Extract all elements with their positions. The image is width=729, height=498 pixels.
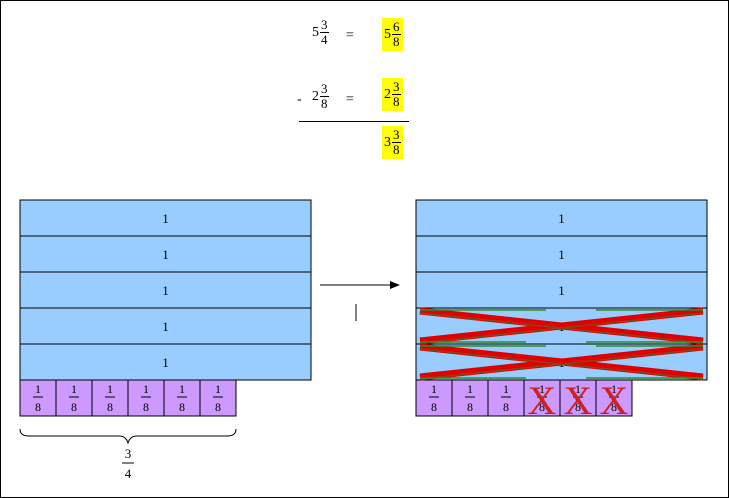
whole-unit-label: 1 [162,211,169,226]
whole-part: 2 [312,88,319,104]
mixed-number-5-3-4: 5 3 4 [312,18,329,47]
minus-sign: - [297,92,302,107]
fraction-part: 3 8 [320,82,329,111]
denominator: 4 [321,32,328,47]
eighth-numerator: 1 [611,382,617,396]
numerator: 3 [320,81,329,97]
whole-part: 5 [312,24,319,40]
eighth-piece [451,379,489,417]
eighth-numerator: 1 [35,382,41,396]
eighth-denominator: 8 [503,400,509,414]
eighth-denominator: 8 [431,400,437,414]
whole-unit-label: 1 [162,355,169,370]
eighth-denominator: 8 [107,400,113,414]
eighth-denominator: 8 [179,400,185,414]
fraction-part: 3 8 [392,80,401,109]
eighth-denominator: 8 [71,400,77,414]
fraction-part: 3 8 [392,128,401,157]
equals-sign-2: = [346,92,354,107]
whole-unit-bar [19,343,312,381]
eighth-piece [19,379,57,417]
eighth-piece [559,379,597,417]
denominator: 8 [393,94,400,109]
eighth-numerator: 1 [539,382,545,396]
whole-unit-bar [415,271,708,309]
numerator: 3 [392,79,401,95]
eighth-piece [91,379,129,417]
three-fourths-brace: 3 4 [19,428,237,481]
eighth-denominator: 8 [35,400,41,414]
whole-unit-label: 1 [558,211,565,226]
fraction-part: 6 8 [392,20,401,49]
mixed-number-5-6-8-highlight: 5 6 8 [382,18,403,51]
subtraction-line [299,121,409,122]
numerator: 3 [392,127,401,143]
eighth-numerator: 1 [107,382,113,396]
eighth-numerator: 1 [143,382,149,396]
brace-numerator: 3 [125,446,132,461]
strike-stroke [419,343,704,381]
eighth-piece [55,379,93,417]
equals-sign-1: = [346,28,354,43]
denominator: 8 [321,96,328,111]
eighth-numerator: 1 [71,382,77,396]
eighth-piece [415,379,453,417]
eighth-numerator: 1 [575,382,581,396]
whole-part: 2 [384,86,391,102]
numerator: 6 [392,19,401,35]
x-cross-mark: X [528,378,557,423]
eighth-piece [127,379,165,417]
x-cross-mark: X [600,378,629,423]
whole-part: 3 [384,134,391,150]
mixed-number-2-3-8-highlight: 2 3 8 [382,78,403,111]
eighth-numerator: 1 [431,382,437,396]
eighth-piece [199,379,237,417]
whole-unit-bar [415,199,708,237]
brace-denominator: 4 [125,466,132,481]
eighth-numerator: 1 [179,382,185,396]
whole-unit-bar [19,199,312,237]
eighth-numerator: 1 [215,382,221,396]
eighth-piece [163,379,201,417]
eighth-numerator: 1 [467,382,473,396]
whole-unit-bar [415,235,708,273]
eighth-denominator: 8 [215,400,221,414]
eighth-denominator: 8 [539,400,545,414]
whole-unit-label: 1 [558,247,565,262]
eighth-denominator: 8 [143,400,149,414]
eighth-denominator: 8 [611,400,617,414]
strike-stroke [419,348,704,380]
whole-part: 5 [384,26,391,42]
whole-unit-label: 1 [162,283,169,298]
whole-unit-label: 1 [162,319,169,334]
eighth-piece [595,379,633,417]
eighth-numerator: 1 [503,382,509,396]
numerator: 3 [320,17,329,33]
fraction-part: 3 4 [320,18,329,47]
whole-unit-label: 1 [162,247,169,262]
strike-stroke [419,312,704,344]
curly-brace [19,428,237,445]
denominator: 8 [393,142,400,157]
whole-unit-bar [19,271,312,309]
mixed-number-2-3-8: 2 3 8 [312,82,329,111]
denominator: 8 [393,34,400,49]
eighth-denominator: 8 [575,400,581,414]
eighth-denominator: 8 [467,400,473,414]
result-mixed-number-3-3-8: 3 3 8 [382,126,403,159]
whole-unit-label: 1 [558,283,565,298]
strike-stroke [419,307,704,345]
x-cross-mark: X [564,378,593,423]
